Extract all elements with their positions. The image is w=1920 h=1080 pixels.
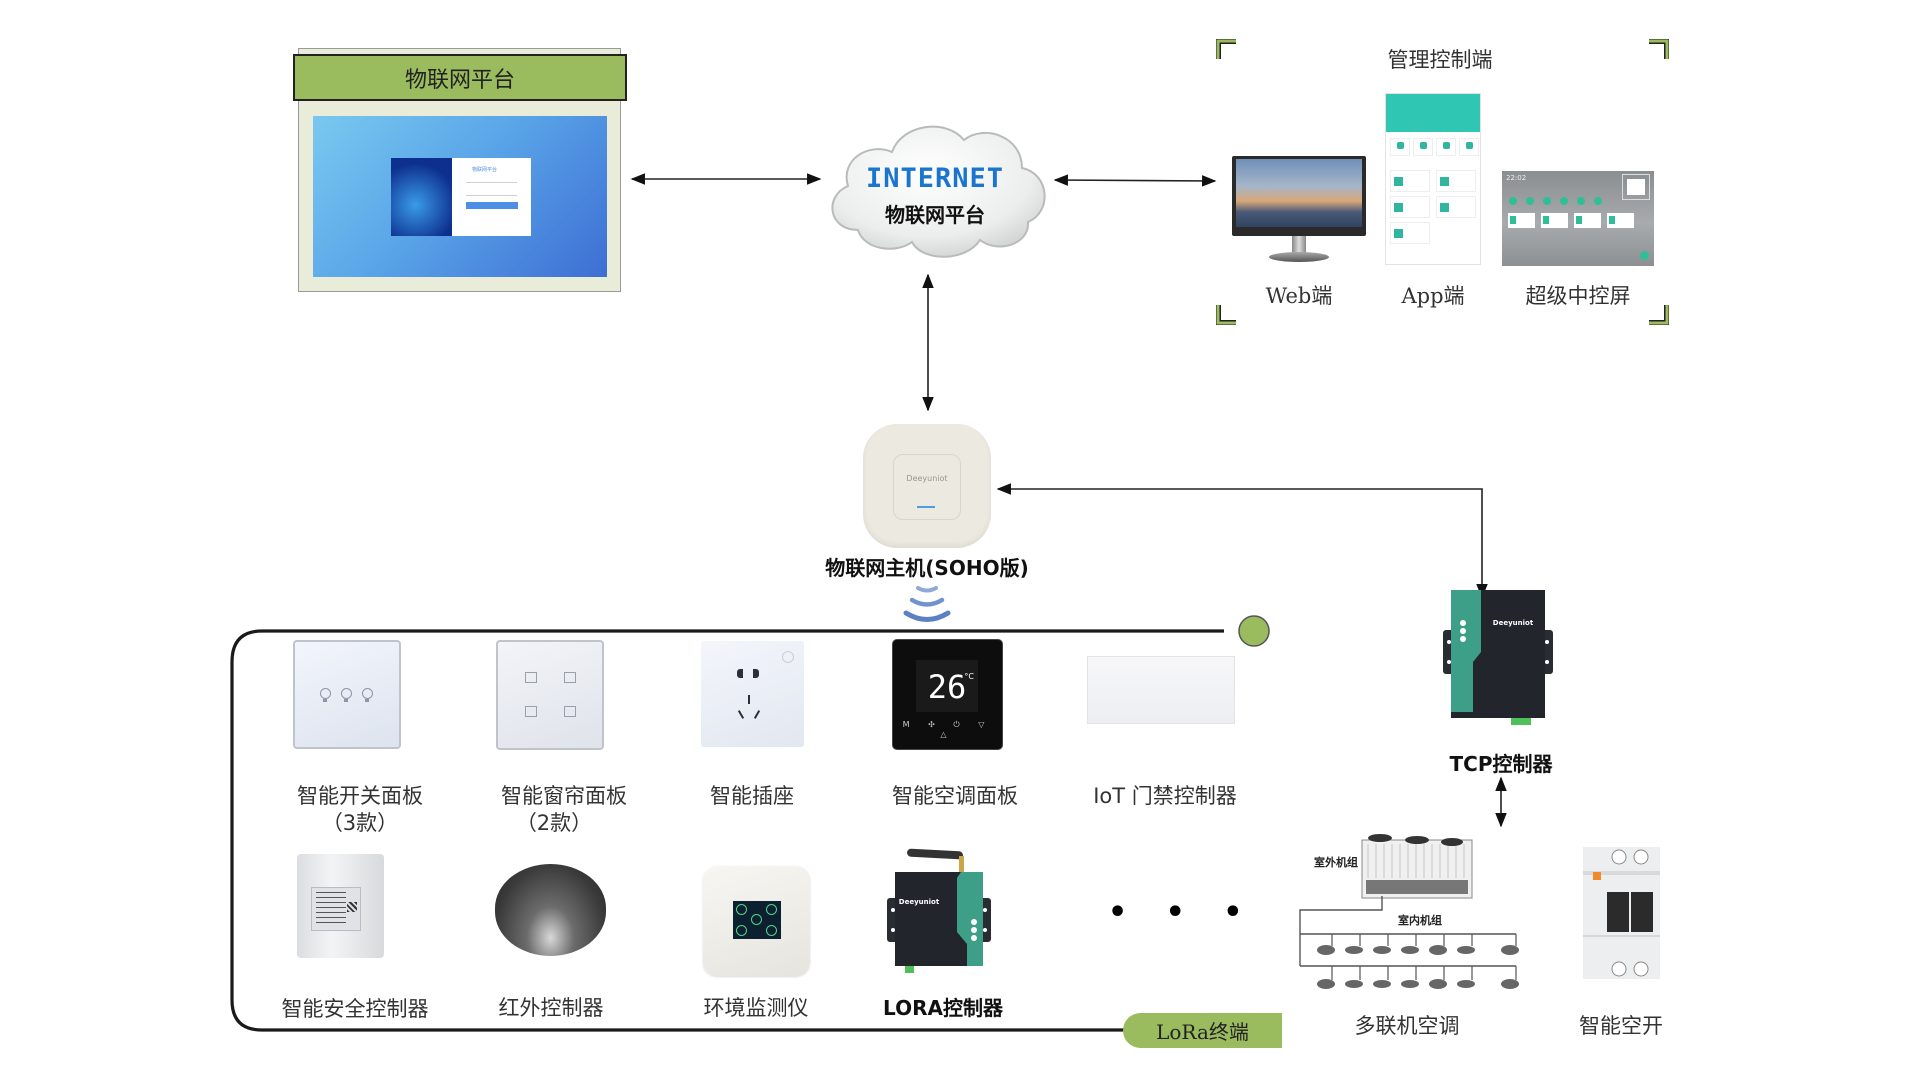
smart-safety-controller (297, 854, 384, 958)
ac-touch-keys: M ✣ ⏻ ▽ △ (902, 720, 993, 739)
smart-socket-label: 智能插座 (710, 784, 794, 808)
super-screen-label: 超级中控屏 (1525, 284, 1631, 308)
bulb-icon (362, 688, 373, 702)
safety-controller-label: 智能安全控制器 (281, 997, 429, 1021)
ir-controller-label: 红外控制器 (498, 996, 604, 1020)
login-title: 物联网平台 (472, 167, 498, 173)
tcp-controller-device: Deeyuniot (1443, 590, 1553, 725)
cloud-icon (831, 125, 1046, 258)
device-nameplate (311, 887, 361, 931)
wireless-signal-icon (903, 586, 951, 622)
iot-host-device: Deeyuniot (863, 424, 991, 548)
smart-curtain-panel (496, 640, 604, 750)
lora-bus-end-dot (1238, 615, 1270, 647)
username-field (466, 182, 517, 183)
more-devices-ellipsis: • • • (1108, 895, 1257, 930)
cloud-title: INTERNET (865, 163, 1005, 194)
smart-ac-panel: 26 °C M ✣ ⏻ ▽ △ (893, 640, 1002, 749)
bulb-icon (320, 688, 331, 702)
indoor-unit-label: 室内机组 (1398, 913, 1442, 927)
smart-ac-label: 智能空调面板 (892, 784, 1018, 808)
ac-temperature: 26 (927, 668, 967, 706)
outdoor-unit-label: 室外机组 (1314, 855, 1358, 869)
corner-bracket-bottom-left (1216, 303, 1238, 325)
lora-controller-label: LORA控制器 (883, 996, 1003, 1020)
cloud-subtitle: 物联网平台 (885, 203, 985, 227)
smart-curtain-label: 智能窗帘面板 (501, 784, 627, 808)
bridge-wallpaper (1236, 159, 1362, 227)
corner-bracket-bottom-right (1647, 303, 1669, 325)
env-monitor-display (733, 901, 781, 939)
curtain-icon (525, 706, 537, 717)
curtain-icon (564, 672, 576, 683)
door-controller-label: IoT 门禁控制器 (1093, 784, 1237, 808)
login-card: 物联网平台 (452, 158, 531, 236)
env-monitor-label: 环境监测仪 (703, 996, 809, 1020)
login-button (466, 202, 518, 209)
control-screen-icon: 22:02 (1502, 171, 1654, 266)
lora-ctrl-brand: Deeyuniot (899, 898, 940, 906)
vrf-ac-label: 多联机空调 (1354, 1014, 1460, 1038)
smart-breaker-device (1583, 847, 1660, 979)
lora-terminal-tag: LoRa终端 (1123, 1013, 1282, 1048)
monitor-icon (1232, 153, 1366, 265)
infrared-controller (495, 864, 606, 956)
curtain-icon (525, 672, 537, 683)
corner-bracket-top-right (1647, 39, 1669, 61)
phone-app-icon (1385, 93, 1481, 265)
lora-controller-device: Deeyuniot (887, 848, 991, 973)
super-screen-clock: 22:02 (1506, 174, 1527, 182)
ac-unit: °C (964, 672, 974, 681)
curtain-icon (564, 706, 576, 717)
tcp-brand: Deeyuniot (1493, 619, 1534, 627)
vrf-air-conditioner-diagram: 室外机组 室内机组 (1299, 834, 1519, 989)
management-title: 管理控制端 (1387, 48, 1493, 72)
app-client-label: App端 (1401, 284, 1465, 308)
smart-curtain-variants: （2款） (515, 811, 593, 835)
host-led (917, 506, 935, 508)
bulb-icon (341, 688, 352, 702)
password-field (466, 195, 517, 196)
arrow-cloud-management (1053, 174, 1217, 187)
iot-door-controller (1087, 656, 1235, 724)
host-brand: Deeyuniot (906, 474, 948, 483)
app-header (1386, 94, 1480, 132)
host-label: 物联网主机(SOHO版) (825, 556, 1029, 580)
corner-bracket-top-left (1216, 39, 1238, 61)
web-client-label: Web端 (1265, 284, 1333, 308)
environment-monitor (703, 866, 810, 976)
smart-breaker-label: 智能空开 (1579, 1014, 1663, 1038)
tcp-controller-label: TCP控制器 (1449, 752, 1553, 776)
smart-switch-panel (293, 640, 401, 749)
platform-header: 物联网平台 (293, 54, 627, 101)
login-banner-image (391, 158, 452, 236)
smart-switch-label: 智能开关面板 (297, 784, 423, 808)
smart-switch-variants: （3款） (321, 811, 399, 835)
smart-socket (701, 641, 804, 747)
